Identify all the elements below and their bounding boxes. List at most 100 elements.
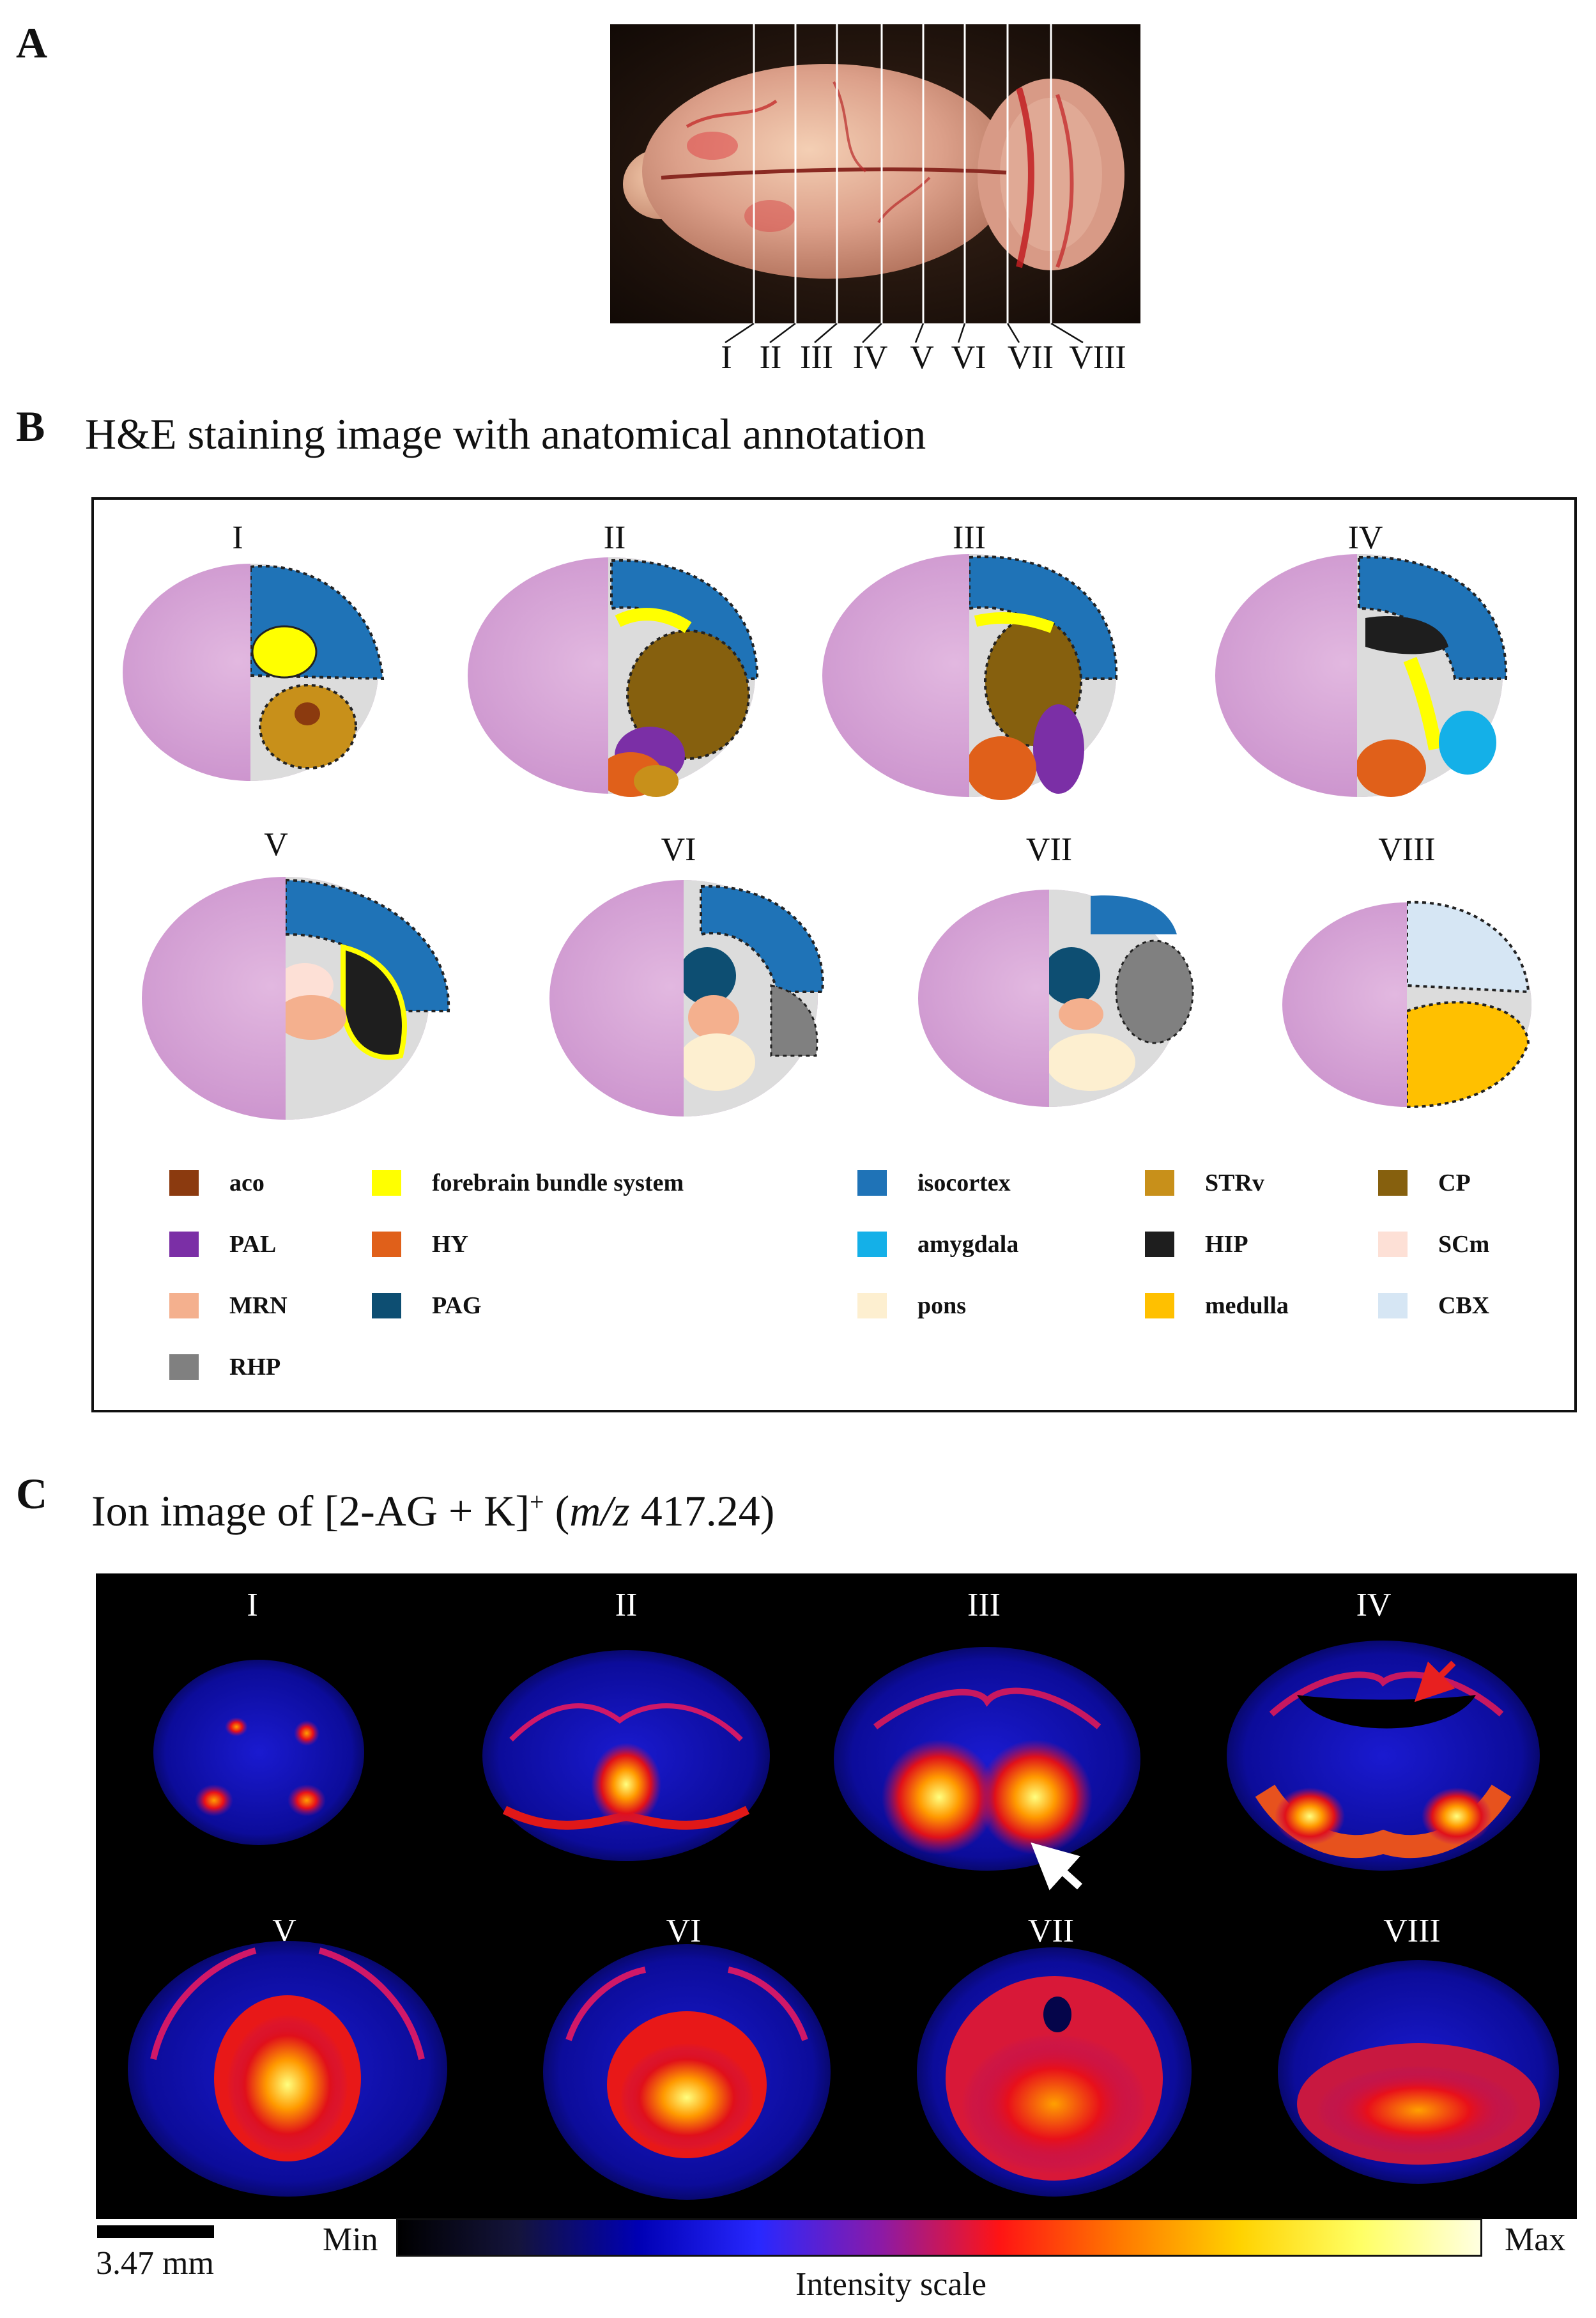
legend-swatch xyxy=(372,1170,401,1196)
legend-label: RHP xyxy=(229,1354,281,1380)
panel-c-title-prefix: Ion image of [2-AG + K] xyxy=(91,1487,530,1535)
ion-section-vi xyxy=(543,1944,831,2200)
panel-b-letter: B xyxy=(16,402,45,451)
legend-swatch xyxy=(1145,1293,1174,1318)
intensity-colorbar xyxy=(396,2218,1482,2257)
ion-label-vii: VII xyxy=(1027,1913,1075,1949)
legend-item-medulla: medulla xyxy=(1145,1291,1289,1320)
panel-c-title-value: 417.24) xyxy=(629,1487,775,1535)
ion-section-iv xyxy=(1227,1641,1540,1871)
photo-label-vii: VII xyxy=(1007,339,1054,376)
legend-item-rhp: RHP xyxy=(169,1352,280,1382)
panel-c-title-mz: m/z xyxy=(569,1487,630,1535)
photo-label-iii: III xyxy=(800,339,833,376)
ion-label-i: I xyxy=(247,1587,258,1623)
legend-swatch xyxy=(857,1232,887,1257)
legend-label: CBX xyxy=(1438,1292,1490,1319)
he-section-vii xyxy=(918,890,1194,1107)
he-label-vii: VII xyxy=(1025,831,1073,868)
panel-b-title: H&E staining image with anatomical annot… xyxy=(85,410,926,458)
he-label-i: I xyxy=(232,520,243,556)
ion-image-panel: I II III IV V VI VII VIII xyxy=(96,1573,1577,2219)
legend-item-forebrain-bundle-system: forebrain bundle system xyxy=(372,1168,684,1198)
legend-swatch xyxy=(169,1354,199,1380)
legend-swatch xyxy=(1378,1232,1408,1257)
photo-label-iv: IV xyxy=(852,339,888,376)
he-label-vi: VI xyxy=(661,831,696,868)
legend-item-cp: CP xyxy=(1378,1168,1471,1198)
ion-label-vi: VI xyxy=(666,1913,702,1949)
ion-section-viii xyxy=(1278,1960,1559,2184)
ion-section-ii xyxy=(482,1650,770,1861)
legend-label: pons xyxy=(917,1292,967,1319)
legend-label: PAL xyxy=(229,1231,277,1258)
colorbar-min-label: Min xyxy=(323,2221,378,2258)
he-section-vi xyxy=(549,880,824,1117)
legend-item-amygdala: amygdala xyxy=(857,1230,1018,1259)
legend-item-aco: aco xyxy=(169,1168,265,1198)
photo-label-v: V xyxy=(910,339,934,376)
legend-item-pal: PAL xyxy=(169,1230,276,1259)
legend-swatch xyxy=(1378,1170,1408,1196)
ion-label-ii: II xyxy=(615,1587,638,1623)
legend-item-mrn: MRN xyxy=(169,1291,288,1320)
legend-swatch xyxy=(372,1293,401,1318)
photo-label-viii: VIII xyxy=(1069,339,1126,376)
he-section-iii xyxy=(822,554,1118,800)
legend-swatch xyxy=(1378,1293,1408,1318)
panel-c-title-open: ( xyxy=(544,1487,570,1535)
legend-label: CP xyxy=(1438,1170,1471,1196)
legend-label: forebrain bundle system xyxy=(432,1170,684,1196)
legend-swatch xyxy=(857,1293,887,1318)
he-sections-graphic xyxy=(123,554,1531,1120)
legend-swatch xyxy=(1145,1170,1174,1196)
ion-label-iv: IV xyxy=(1356,1587,1392,1623)
legend-swatch xyxy=(372,1232,401,1257)
legend-label: medulla xyxy=(1205,1292,1289,1319)
legend-swatch xyxy=(169,1293,199,1318)
legend-item-hip: HIP xyxy=(1145,1230,1248,1259)
photo-label-vi: VI xyxy=(951,339,986,376)
legend-item-scm: SCm xyxy=(1378,1230,1489,1259)
he-section-v xyxy=(142,877,450,1120)
ion-section-v xyxy=(128,1941,447,2197)
ion-label-viii: VIII xyxy=(1383,1913,1441,1949)
panel-a-letter: A xyxy=(16,19,48,67)
he-label-viii: VIII xyxy=(1378,831,1436,868)
ion-section-iii xyxy=(834,1647,1140,1890)
legend-swatch xyxy=(169,1170,199,1196)
brain-photo xyxy=(610,24,1140,323)
legend-swatch xyxy=(1145,1232,1174,1257)
scale-bar-label: 3.47 mm xyxy=(96,2245,214,2282)
scale-bar xyxy=(97,2225,214,2238)
legend-label: STRv xyxy=(1205,1170,1264,1196)
colorbar-max-label: Max xyxy=(1505,2221,1566,2258)
legend-swatch xyxy=(857,1170,887,1196)
legend-label: amygdala xyxy=(917,1231,1019,1258)
panel-c-letter: C xyxy=(16,1469,48,1518)
photo-label-ii: II xyxy=(759,339,782,376)
panel-c-title-sup: + xyxy=(530,1487,544,1517)
legend-item-hy: HY xyxy=(372,1230,468,1259)
ion-label-iii: III xyxy=(967,1587,1001,1623)
photo-label-i: I xyxy=(721,339,732,376)
he-label-ii: II xyxy=(603,520,626,556)
he-annotation-panel: I II III IV V VI VII VIII xyxy=(91,497,1577,1412)
legend-label: isocortex xyxy=(917,1170,1011,1196)
he-label-iii: III xyxy=(953,520,986,556)
ion-section-i xyxy=(153,1660,364,1845)
brain-photo-graphic xyxy=(610,24,1140,323)
legend-item-strv: STRv xyxy=(1145,1168,1264,1198)
ion-sections-graphic xyxy=(128,1641,1559,2200)
he-label-v: V xyxy=(264,826,288,863)
legend-item-cbx: CBX xyxy=(1378,1291,1489,1320)
legend-label: MRN xyxy=(229,1292,288,1319)
legend-swatch xyxy=(169,1232,199,1257)
legend-label: PAG xyxy=(432,1292,482,1319)
he-section-i xyxy=(123,564,385,781)
legend-label: aco xyxy=(229,1170,265,1196)
legend-item-isocortex: isocortex xyxy=(857,1168,1011,1198)
ion-section-vii xyxy=(917,1947,1192,2197)
he-section-viii xyxy=(1282,900,1531,1109)
he-section-iv xyxy=(1215,554,1508,797)
